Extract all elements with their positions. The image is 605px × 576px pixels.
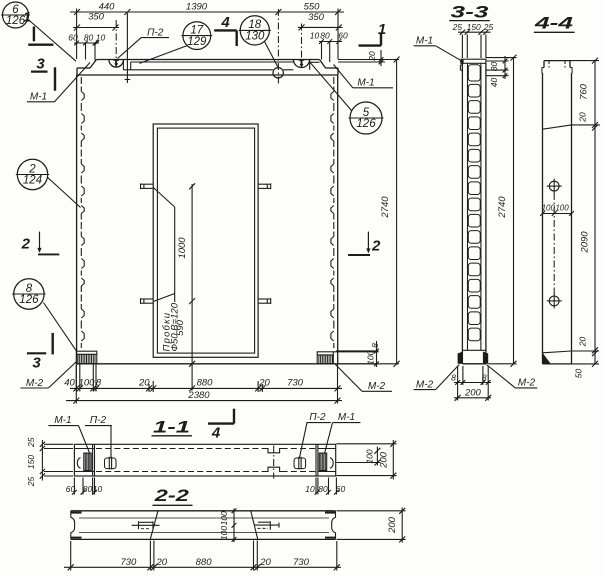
svg-text:П-2: П-2 <box>147 27 164 38</box>
svg-text:730: 730 <box>120 557 137 568</box>
svg-text:100: 100 <box>555 204 569 213</box>
svg-text:350: 350 <box>308 12 325 23</box>
svg-text:129: 129 <box>187 36 207 48</box>
svg-text:1: 1 <box>378 21 386 38</box>
svg-text:126: 126 <box>356 118 376 130</box>
svg-text:124: 124 <box>23 175 42 187</box>
svg-text:80: 80 <box>83 484 93 494</box>
svg-text:Ф50 В=120: Ф50 В=120 <box>169 302 180 351</box>
svg-text:60: 60 <box>336 484 346 494</box>
svg-text:М-1: М-1 <box>54 415 71 426</box>
svg-text:60: 60 <box>68 33 78 43</box>
svg-text:М-2: М-2 <box>518 378 536 389</box>
svg-text:126: 126 <box>6 15 26 27</box>
svg-text:80: 80 <box>489 62 499 72</box>
svg-text:1390: 1390 <box>186 1 208 12</box>
svg-text:100: 100 <box>542 204 556 213</box>
svg-text:20: 20 <box>367 51 377 62</box>
svg-text:25: 25 <box>26 477 36 488</box>
svg-text:550: 550 <box>304 1 321 12</box>
svg-text:730: 730 <box>293 557 310 568</box>
svg-text:2-2: 2-2 <box>153 486 189 505</box>
svg-text:М-1: М-1 <box>357 78 374 89</box>
svg-text:200: 200 <box>378 451 389 469</box>
svg-text:20: 20 <box>138 378 150 389</box>
svg-text:20: 20 <box>258 378 270 389</box>
svg-text:П-2: П-2 <box>90 415 107 426</box>
svg-text:440: 440 <box>99 1 116 12</box>
svg-text:150: 150 <box>467 22 481 32</box>
svg-text:10: 10 <box>310 31 320 41</box>
svg-text:М-1: М-1 <box>338 412 355 423</box>
svg-text:590: 590 <box>175 319 186 336</box>
svg-text:3: 3 <box>32 355 41 372</box>
svg-text:2740: 2740 <box>380 196 391 219</box>
svg-text:1000: 1000 <box>177 237 188 259</box>
svg-text:20: 20 <box>259 557 271 568</box>
svg-text:М-2: М-2 <box>368 381 386 392</box>
svg-text:4: 4 <box>211 425 221 442</box>
svg-text:200: 200 <box>387 516 398 534</box>
svg-text:8: 8 <box>482 373 487 383</box>
svg-text:20: 20 <box>577 112 587 123</box>
svg-text:М-1: М-1 <box>30 92 47 103</box>
svg-text:730: 730 <box>287 378 304 389</box>
svg-text:20: 20 <box>577 337 587 348</box>
svg-text:17: 17 <box>190 24 203 36</box>
svg-text:880: 880 <box>196 557 213 568</box>
svg-text:П-2: П-2 <box>309 412 326 423</box>
svg-text:40: 40 <box>64 378 75 389</box>
svg-text:2: 2 <box>21 236 31 253</box>
svg-text:100: 100 <box>365 449 375 463</box>
svg-text:100: 100 <box>219 511 229 525</box>
svg-text:20: 20 <box>156 557 168 568</box>
svg-text:150: 150 <box>26 455 36 469</box>
svg-text:40: 40 <box>489 78 499 88</box>
svg-text:8: 8 <box>26 283 33 295</box>
svg-text:50: 50 <box>574 369 584 379</box>
svg-text:4-4: 4-4 <box>533 14 573 33</box>
svg-text:3-3: 3-3 <box>451 3 490 22</box>
svg-text:8: 8 <box>96 378 102 389</box>
svg-text:100: 100 <box>79 378 96 389</box>
svg-text:60: 60 <box>338 31 348 41</box>
svg-text:8: 8 <box>451 373 456 383</box>
svg-text:10: 10 <box>93 484 103 494</box>
svg-text:М-2: М-2 <box>416 379 434 390</box>
svg-text:2: 2 <box>28 163 36 175</box>
svg-text:25: 25 <box>452 22 463 32</box>
svg-text:1: 1 <box>23 9 31 25</box>
svg-text:5: 5 <box>363 107 370 119</box>
svg-text:60: 60 <box>66 484 76 494</box>
svg-text:126: 126 <box>19 294 39 306</box>
svg-text:200: 200 <box>464 387 482 398</box>
svg-text:3: 3 <box>36 56 45 73</box>
svg-text:2: 2 <box>371 238 381 255</box>
svg-text:350: 350 <box>88 12 105 23</box>
svg-text:1-1: 1-1 <box>153 418 190 437</box>
svg-text:100: 100 <box>365 350 375 364</box>
svg-text:80: 80 <box>320 31 330 41</box>
svg-text:6: 6 <box>12 4 19 16</box>
svg-text:2380: 2380 <box>187 390 210 401</box>
svg-text:760: 760 <box>578 83 589 100</box>
svg-text:25: 25 <box>483 22 494 32</box>
svg-text:10: 10 <box>96 33 106 43</box>
svg-text:100: 100 <box>219 526 229 540</box>
svg-text:10: 10 <box>305 484 315 494</box>
svg-text:880: 880 <box>197 378 214 389</box>
svg-text:2090: 2090 <box>579 231 590 254</box>
svg-text:2740: 2740 <box>497 196 508 219</box>
svg-text:80: 80 <box>84 33 94 43</box>
svg-text:4: 4 <box>220 14 230 31</box>
svg-text:130: 130 <box>245 31 265 43</box>
svg-text:8: 8 <box>370 343 380 348</box>
svg-text:80: 80 <box>318 484 328 494</box>
svg-text:25: 25 <box>26 437 36 448</box>
svg-text:М-1: М-1 <box>416 36 433 47</box>
svg-text:М-2: М-2 <box>26 378 44 389</box>
svg-text:Пробки: Пробки <box>161 312 172 352</box>
svg-text:18: 18 <box>248 19 261 31</box>
